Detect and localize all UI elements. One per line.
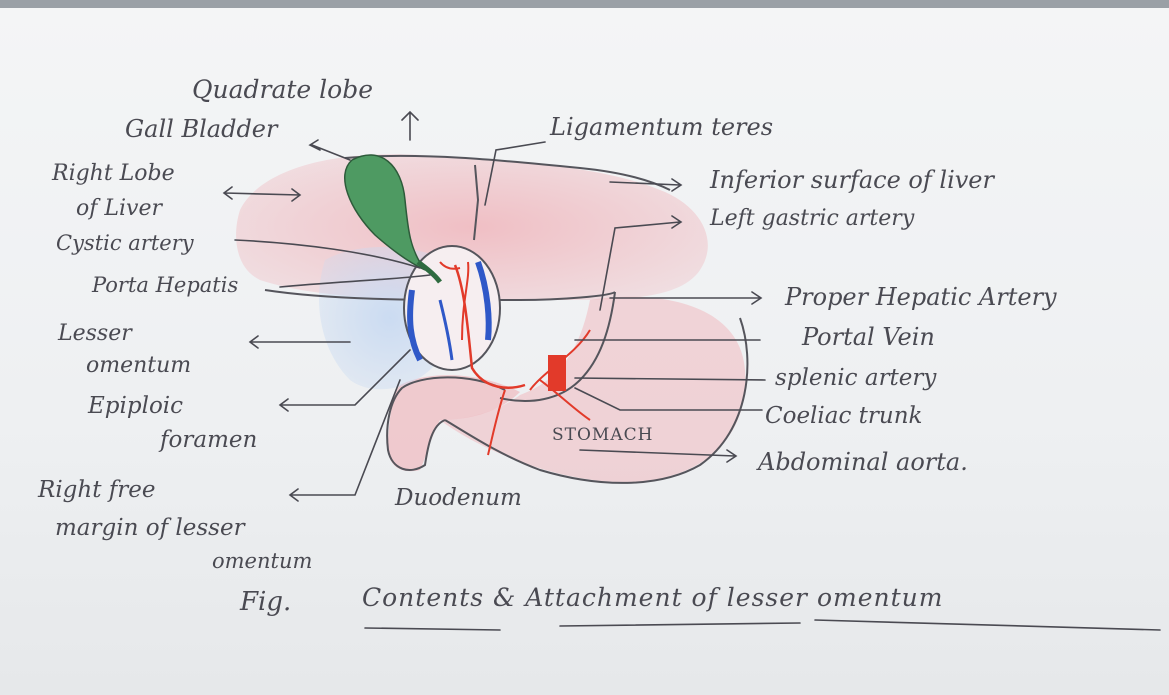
label-lesser-1: Lesser [57, 321, 133, 346]
label-right-free-2: margin of lesser [55, 515, 247, 541]
label-lesser-2: omentum [86, 353, 191, 378]
label-portal-vein: Portal Vein [801, 323, 935, 351]
label-stomach: STOMACH [552, 425, 653, 445]
label-abdominal-aorta: Abdominal aorta. [756, 448, 968, 476]
label-epiploic-1: Epiploic [87, 393, 183, 419]
label-coeliac-trunk: Coeliac trunk [765, 403, 922, 429]
label-porta-hepatis: Porta Hepatis [91, 273, 238, 297]
label-ligamentum-teres: Ligamentum teres [549, 113, 773, 141]
caption-prefix: Fig. [239, 587, 291, 617]
label-gall-bladder: Gall Bladder [125, 115, 279, 143]
caption-underlines [365, 620, 1160, 630]
label-quadrate-lobe: Quadrate lobe [192, 75, 373, 104]
label-inferior-surface: Inferior surface of liver [709, 166, 996, 194]
label-right-free-1: Right free [37, 477, 156, 503]
caption-title: Contents & Attachment of lesser omentum [362, 583, 943, 612]
label-cystic-artery: Cystic artery [56, 231, 195, 255]
label-proper-hepatic: Proper Hepatic Artery [784, 283, 1057, 311]
label-duodenum: Duodenum [394, 485, 522, 511]
label-right-free-3: omentum [212, 549, 312, 573]
label-splenic-artery: splenic artery [775, 365, 937, 391]
label-right-lobe-2: of Liver [76, 196, 163, 221]
label-left-gastric: Left gastric artery [709, 206, 915, 231]
abdominal-aorta-mark [548, 355, 566, 391]
label-epiploic-2: foramen [158, 427, 257, 453]
label-right-lobe-1: Right Lobe [51, 161, 175, 186]
